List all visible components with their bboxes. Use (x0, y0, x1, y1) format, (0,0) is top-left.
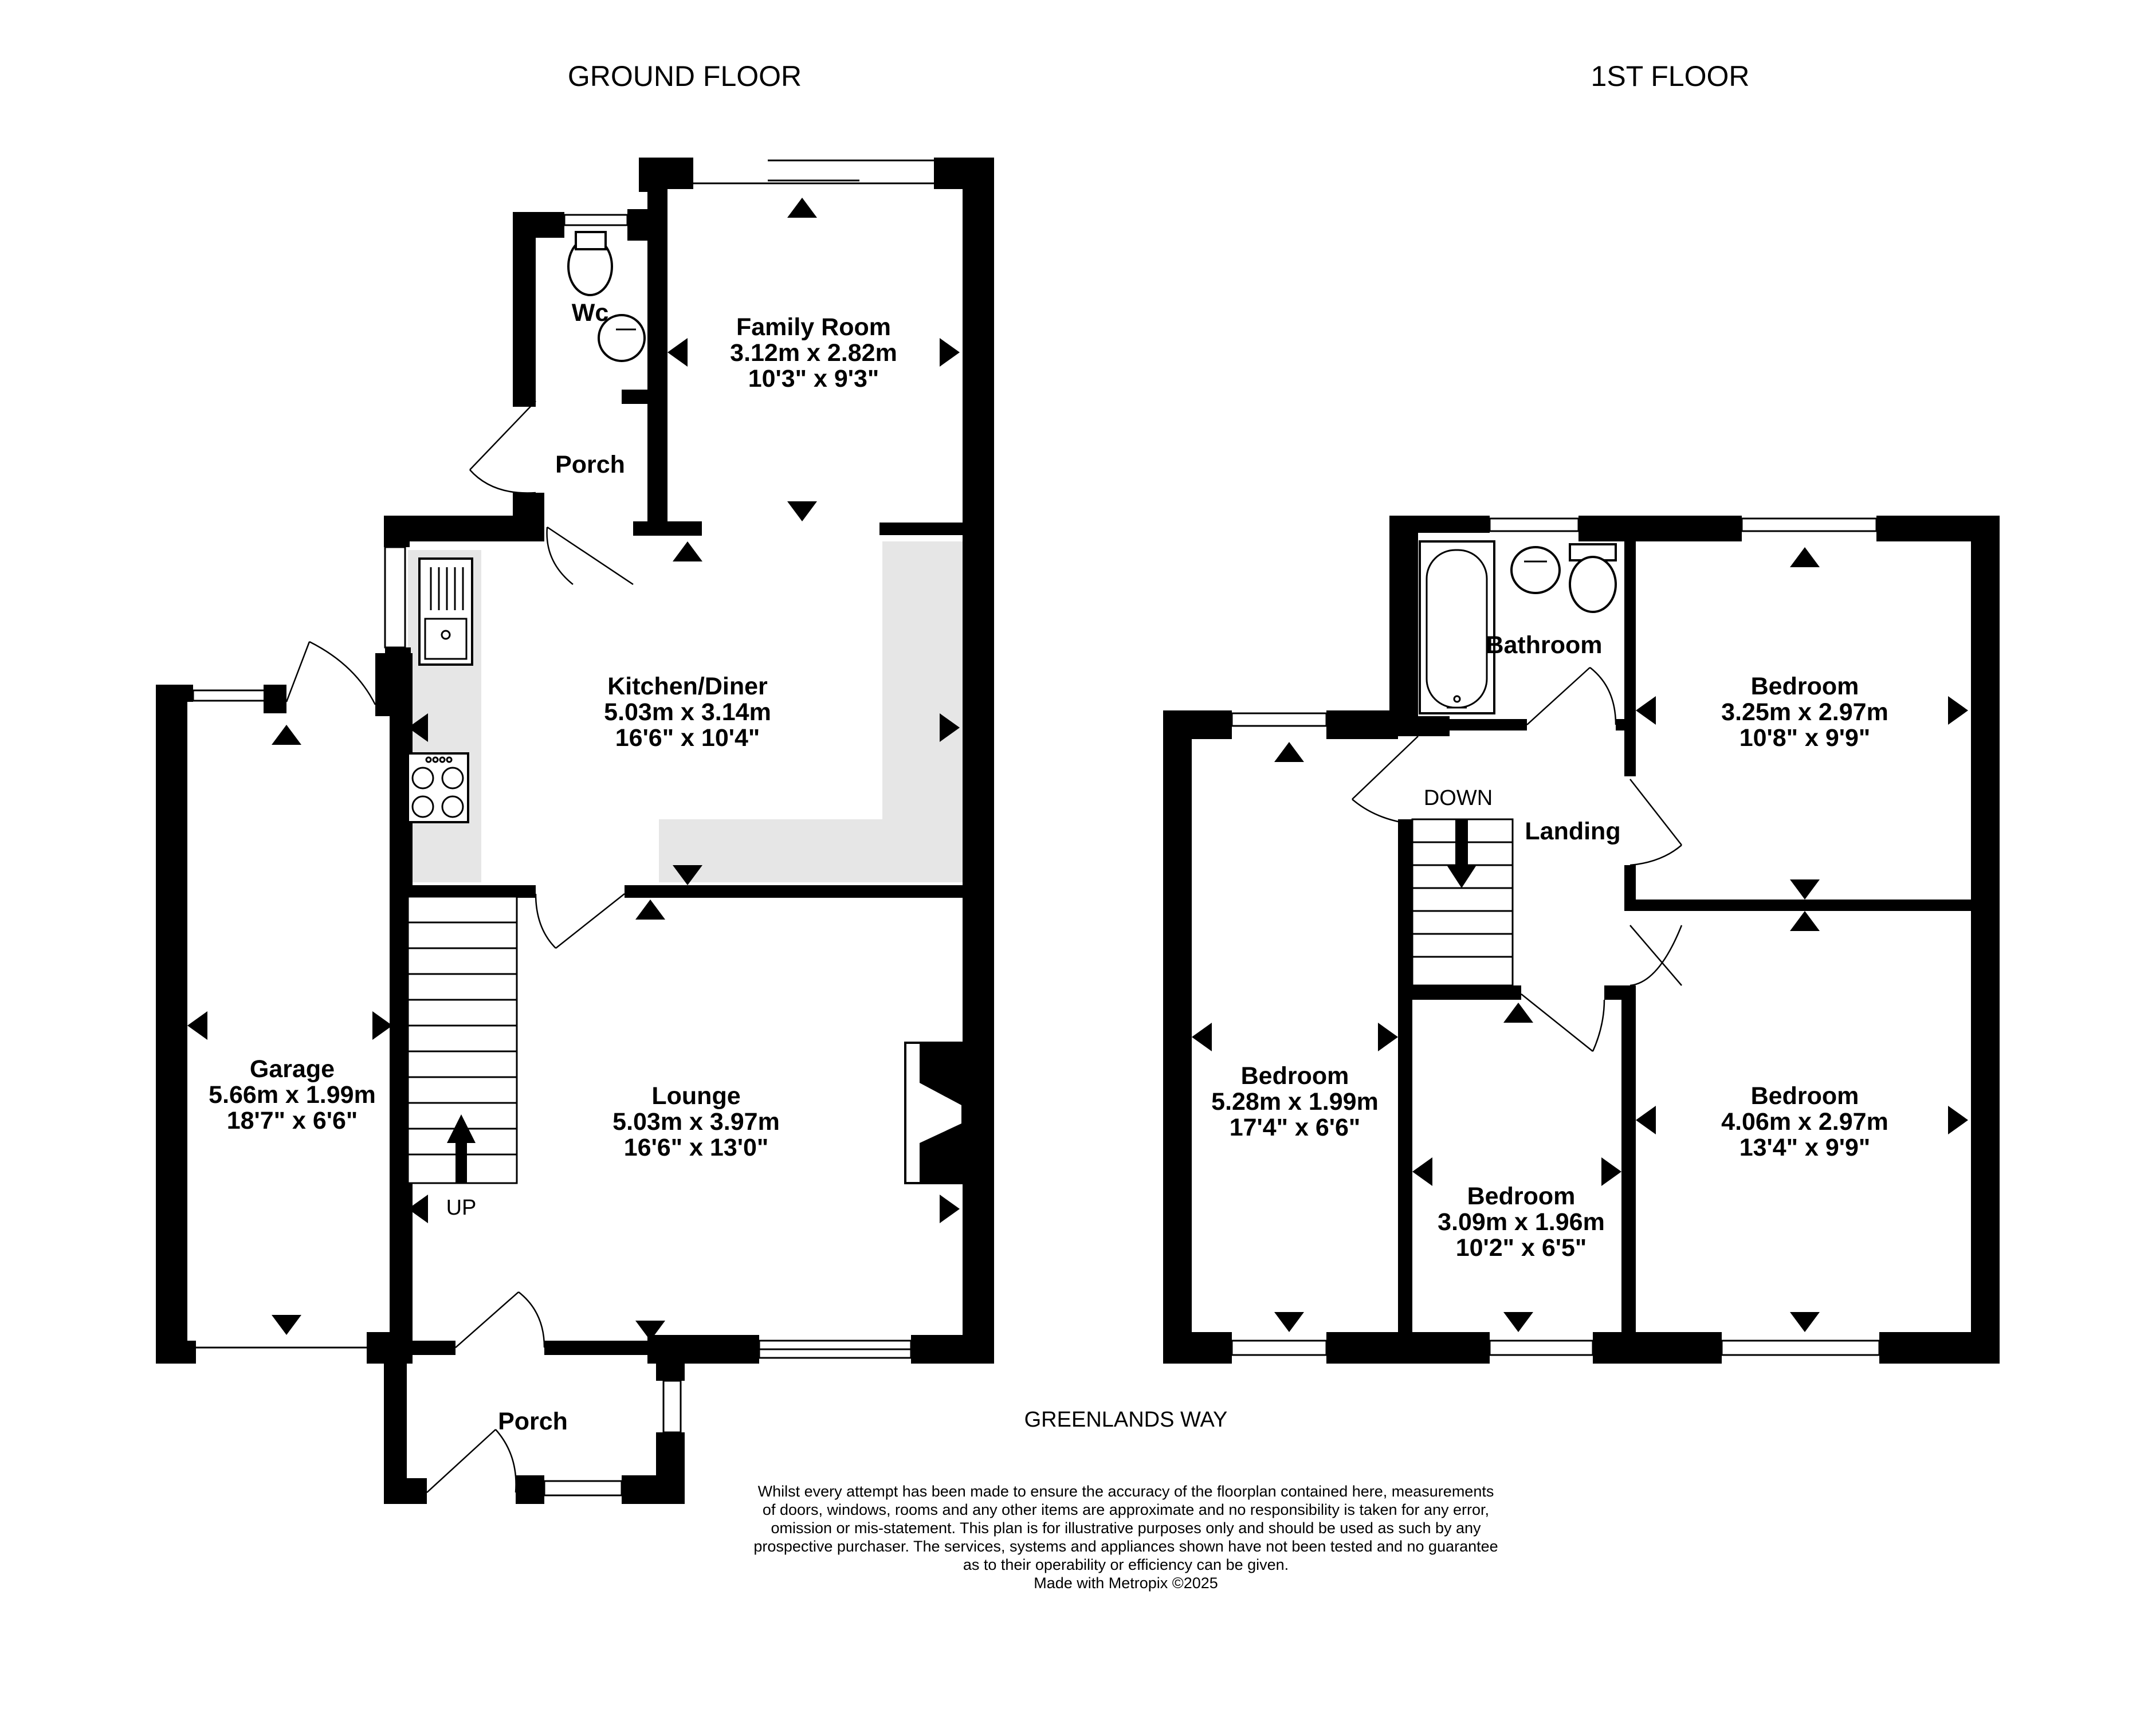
bedroom-se-label: Bedroom (1751, 1082, 1859, 1110)
bathroom-label: Bathroom (1486, 631, 1602, 659)
bedroom-ne-size-metric: 3.25m x 2.97m (1721, 698, 1888, 726)
garage-window (192, 689, 274, 702)
bedroom-west-size-metric: 5.28m x 1.99m (1211, 1088, 1379, 1116)
disclaimer-line: as to their operability or efficiency ca… (963, 1556, 1289, 1573)
ground-floor: Family Room 3.12m x 2.82m 10'3" x 9'3" W… (156, 158, 994, 1504)
bedroom-small-window (1489, 1340, 1594, 1356)
front-porch-front-window (543, 1480, 623, 1497)
kitchen-sink (418, 557, 473, 666)
front-porch-west-wall (384, 1341, 407, 1504)
disclaimer-line: of doors, windows, rooms and any other i… (763, 1501, 1489, 1518)
disclaimer: Whilst every attempt has been made to en… (753, 1483, 1498, 1592)
landing-bedroom-ne-wall (1624, 719, 1636, 776)
stairs-up-arrow (447, 1114, 476, 1143)
first-floor-west-wall (1163, 710, 1192, 1364)
family-room-size-metric: 3.12m x 2.82m (730, 339, 897, 367)
family-room-size-imperial: 10'3" x 9'3" (748, 365, 879, 392)
bathroom-basin (1510, 546, 1561, 594)
front-porch-label: Porch (498, 1408, 568, 1435)
ground-floor-heading: GROUND FLOOR (568, 60, 802, 92)
wc-west-wall (513, 212, 536, 407)
kitchen-window (384, 546, 406, 649)
bedroom-small-size-metric: 3.09m x 1.96m (1438, 1208, 1605, 1236)
disclaimer-line: prospective purchaser. The services, sys… (753, 1538, 1498, 1555)
bathtub (1419, 540, 1495, 714)
bedroom-ne-label: Bedroom (1751, 673, 1859, 700)
disclaimer-line: Whilst every attempt has been made to en… (758, 1483, 1494, 1500)
garage-size-metric: 5.66m x 1.99m (209, 1081, 376, 1109)
first-floor-south-wall (1163, 1332, 1232, 1364)
bedroom-ne-size-imperial: 10'8" x 9'9" (1739, 724, 1871, 752)
family-room-east-wall (963, 158, 994, 1364)
first-floor-heading: 1ST FLOOR (1591, 60, 1750, 92)
rear-porch-label: Porch (555, 451, 625, 478)
front-porch-side-window (662, 1380, 682, 1433)
wc-window (563, 214, 629, 226)
first-dimension-arrows (1192, 547, 1968, 1332)
bedroom-west-east-wall (1398, 819, 1412, 1335)
bedroom-small-size-imperial: 10'2" x 6'5" (1456, 1234, 1587, 1262)
family-room-west-wall (647, 189, 667, 527)
garage-size-imperial: 18'7" x 6'6" (227, 1107, 358, 1134)
kitchen-diner-label: Kitchen/Diner (607, 673, 768, 700)
disclaimer-line: omission or mis-statement. This plan is … (771, 1519, 1481, 1537)
wc-basin (598, 314, 646, 362)
kitchen-diner-size-metric: 5.03m x 3.14m (604, 698, 771, 726)
kitchen-west-wall (392, 716, 407, 1335)
first-floor: Bathroom Landing DOWN Bedroom 3.25m x 2.… (1163, 516, 2000, 1364)
bedroom-west-south-window (1231, 1340, 1328, 1356)
first-floor-east-wall (1971, 516, 2000, 1364)
stairs-down-label: DOWN (1424, 786, 1493, 810)
fireplace (904, 1042, 964, 1184)
bedroom-se-west-wall (1621, 985, 1636, 1335)
kitchen-north-wall (384, 516, 544, 541)
kitchen-diner-size-imperial: 16'6" x 10'4" (615, 724, 760, 752)
bedroom-se-size-imperial: 13'4" x 9'9" (1739, 1134, 1871, 1161)
bathroom-toilet (1569, 556, 1617, 613)
kitchen-hob (407, 752, 469, 823)
ground-staircase (407, 896, 518, 1184)
kitchen-lounge-wall (407, 885, 536, 898)
bedroom-se-window (1721, 1340, 1880, 1356)
disclaimer-credit: Made with Metropix ©2025 (1034, 1574, 1218, 1592)
garage-west-wall (156, 685, 187, 1364)
bedroom-west-window (1231, 712, 1328, 727)
bedroom-se-size-metric: 4.06m x 2.97m (1721, 1108, 1888, 1136)
stairs-down-arrow (1447, 865, 1477, 888)
stairs-up-label: UP (446, 1196, 477, 1220)
lounge-label: Lounge (651, 1082, 740, 1110)
bedroom-west-label: Bedroom (1241, 1062, 1349, 1090)
ground-dimension-arrows (187, 198, 960, 1341)
lounge-size-imperial: 16'6" x 13'0" (624, 1134, 769, 1161)
wc-label: Wc (572, 299, 609, 327)
street-label: GREENLANDS WAY (1024, 1408, 1228, 1432)
bathroom-west-wall (1389, 516, 1418, 736)
bedroom-ne-window (1741, 517, 1878, 532)
lounge-size-metric: 5.03m x 3.97m (612, 1108, 780, 1136)
first-floor-staircase (1411, 818, 1514, 987)
bedroom-west-size-imperial: 17'4" x 6'6" (1230, 1114, 1361, 1141)
bedroom-small-label: Bedroom (1467, 1183, 1576, 1210)
landing-label: Landing (1525, 818, 1620, 845)
family-room-label: Family Room (736, 313, 891, 341)
garage-label: Garage (250, 1055, 335, 1083)
bathroom-window (1489, 517, 1580, 532)
